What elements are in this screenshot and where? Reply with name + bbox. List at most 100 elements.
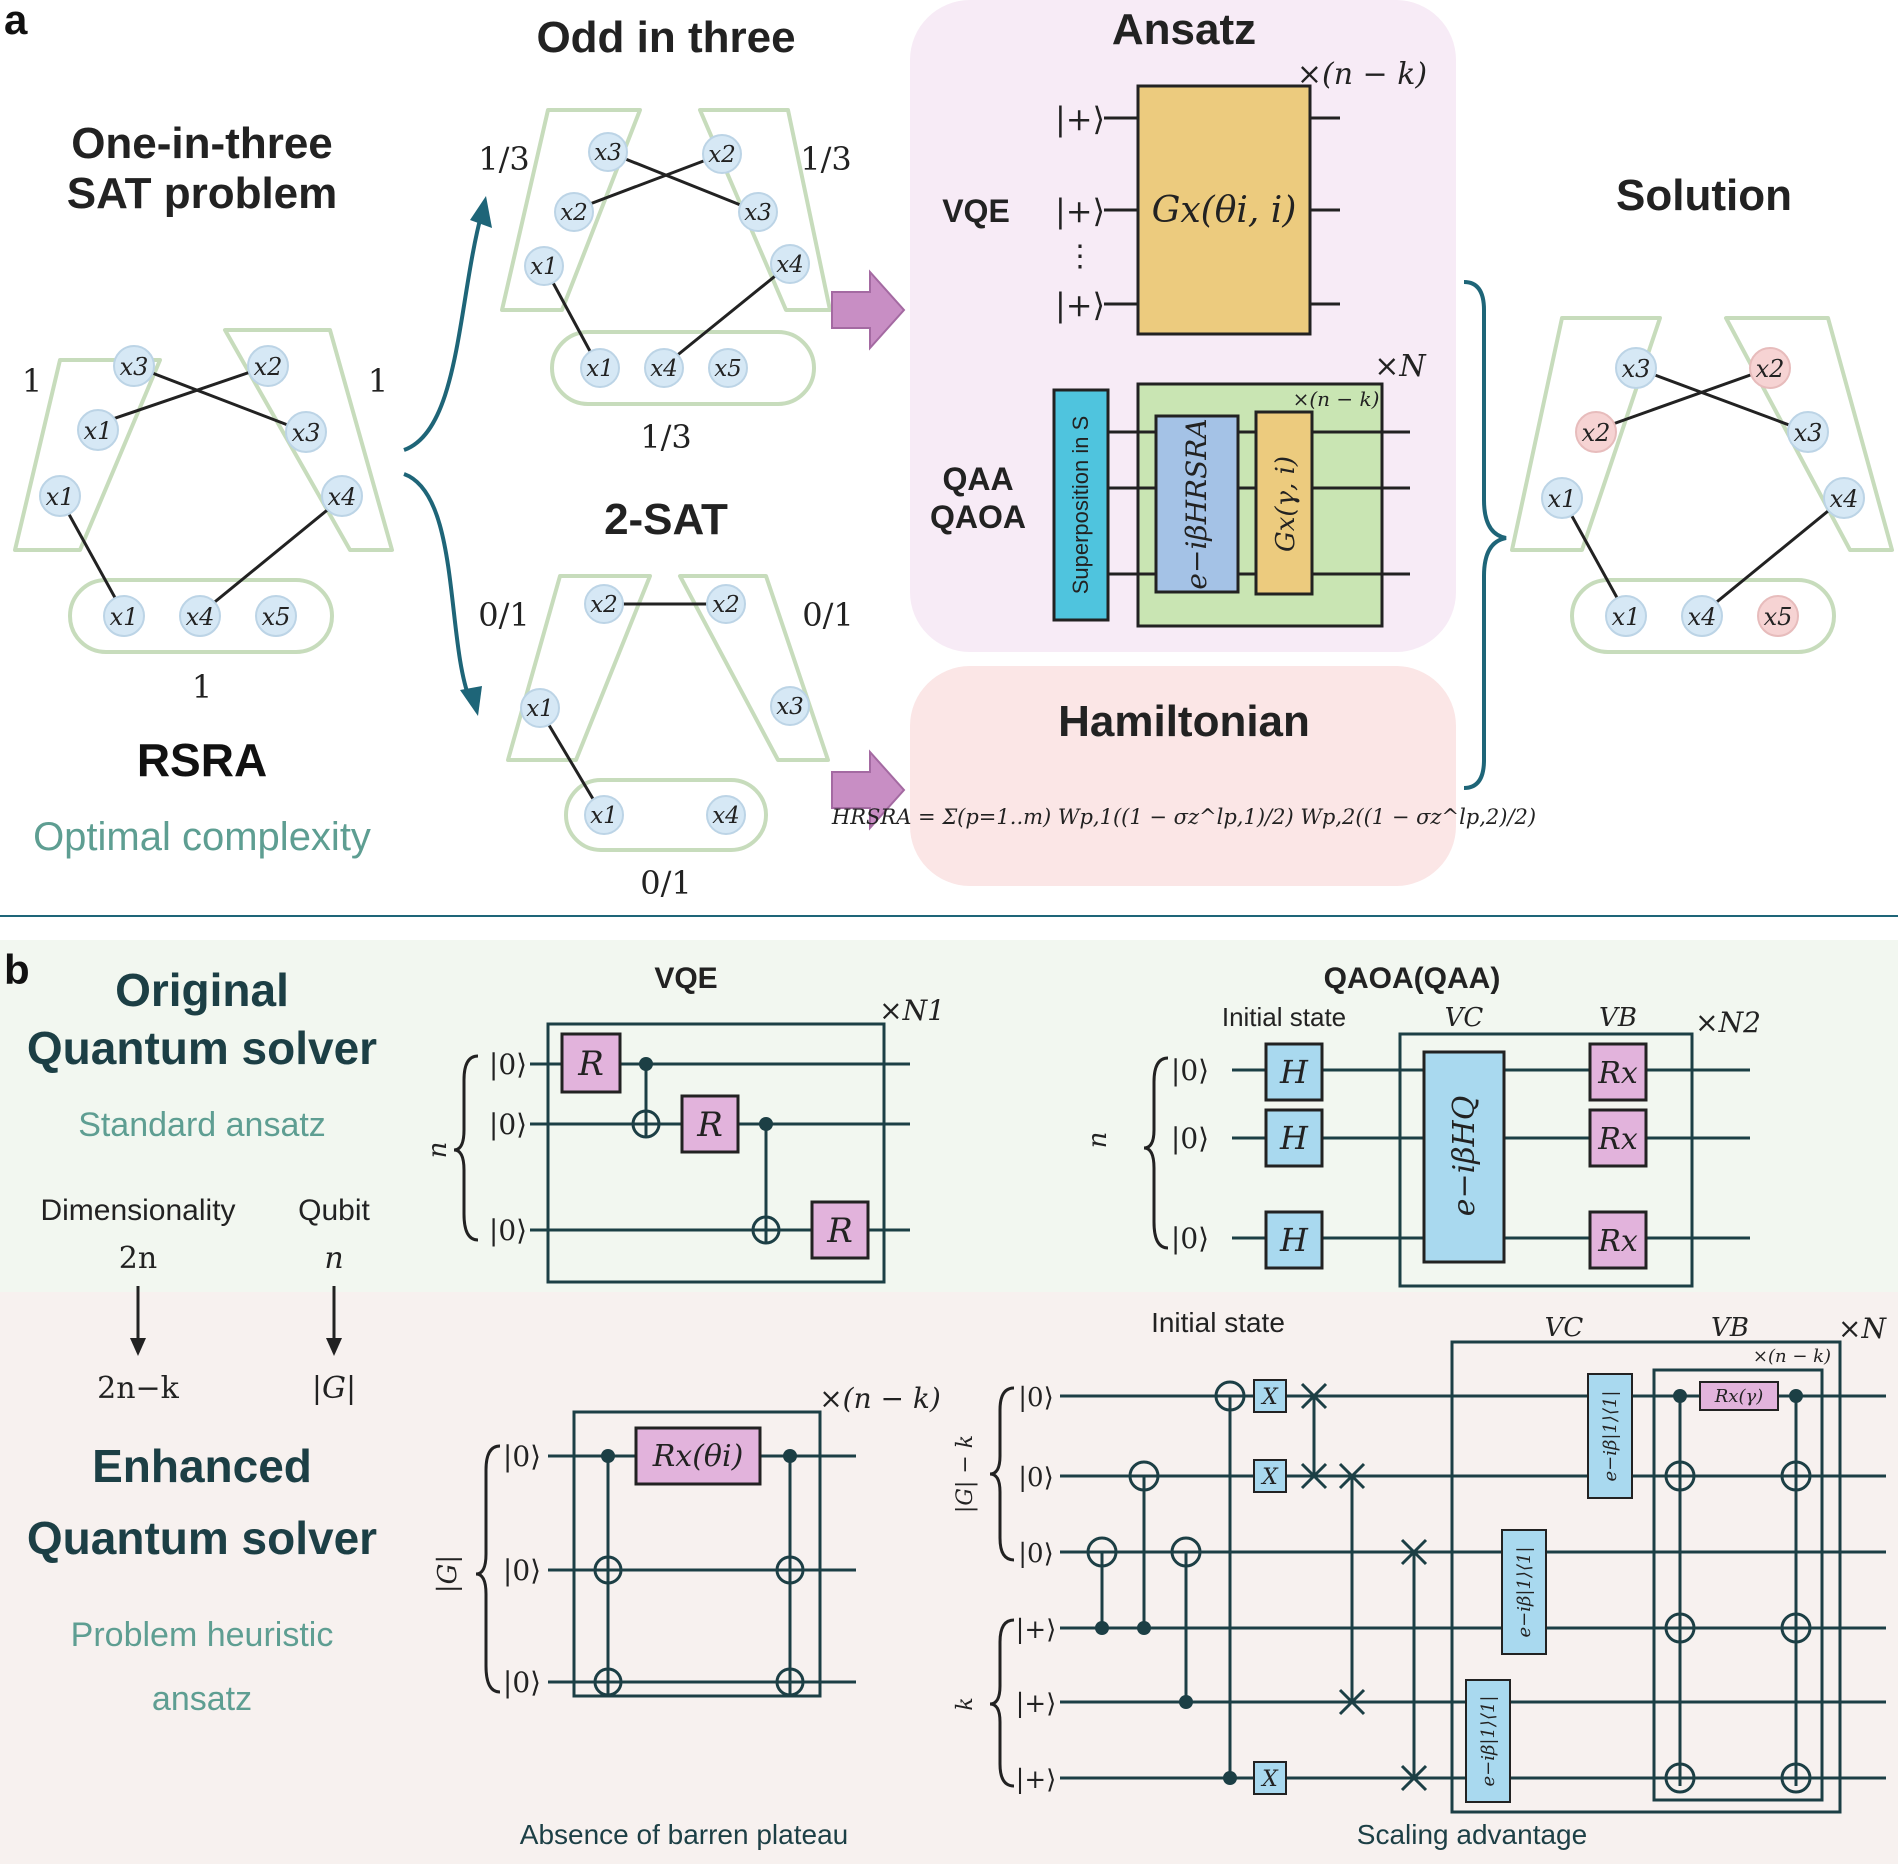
x-gate-2 (1253, 1459, 1287, 1493)
solution-title: Solution (1616, 171, 1792, 220)
odd-node-3: x2 (560, 200, 588, 226)
gx-theta-label: Gx(θi, i) (1152, 190, 1297, 231)
gx-gamma-gate (1254, 410, 1314, 596)
b-qaoa-n-label: n (1083, 1132, 1113, 1149)
heuristic-line1: Problem heuristic (71, 1616, 334, 1654)
b-qaoa-ket-1: |0⟩ (1171, 1054, 1209, 1087)
b-qaoa-rx-gate-3 (1588, 1210, 1648, 1270)
x-gate-1 (1253, 1379, 1287, 1413)
qubit-value: n (324, 1241, 343, 1276)
b-qaoa-rx-label-2: Rx (1597, 1122, 1638, 1157)
left-node-7: x1 (110, 603, 139, 631)
b-enh-qaoa-ket-1: |0⟩ (1018, 1383, 1053, 1413)
odd-weight-right: 1/3 (800, 140, 852, 178)
dimensionality-label: Dimensionality (40, 1194, 235, 1227)
twosat-node-3: x1 (526, 696, 554, 722)
hamiltonian-box (910, 666, 1456, 886)
b-enh-vqe-g-label: |G| (433, 1555, 463, 1593)
left-node-1: x3 (120, 353, 149, 381)
qaa-label: QAA (942, 461, 1013, 497)
ansatz-vqe-wires (1104, 116, 1340, 306)
x-gate-label-3: X (1260, 1767, 1279, 1792)
left-node-4: x1 (46, 483, 75, 511)
hamiltonian-title: Hamiltonian (1058, 697, 1310, 746)
plus-state-1: |+⟩ (1055, 100, 1105, 138)
odd-weight-left: 1/3 (478, 140, 530, 178)
x-gate-label-2: X (1260, 1465, 1279, 1490)
odd-graph (500, 108, 832, 406)
twosat-title: 2-SAT (604, 495, 728, 544)
phase-gate-3 (1587, 1373, 1633, 1499)
original-band (0, 940, 1898, 1292)
sol-node-6: x4 (1830, 485, 1859, 513)
odd-node-4: x3 (744, 200, 772, 226)
left-sat-graph (13, 328, 394, 654)
scaling-advantage-caption: Scaling advantage (1357, 1819, 1587, 1850)
b-vqe-title: VQE (654, 962, 717, 995)
left-weight-bottom: 1 (192, 668, 212, 706)
b-qaoa-ket-3: |0⟩ (1171, 1222, 1209, 1255)
phase-gate-1 (1465, 1679, 1511, 1803)
b-enh-qaoa-k-label: k (953, 1697, 978, 1710)
rsra-label: RSRA (137, 734, 267, 786)
b-vqe-kets: |0⟩ |0⟩ |0⟩ n (423, 1048, 527, 1247)
hamiltonian-formula: HRSRA = Σ(p=1..m) Wp,1((1 − σz^lp,1)/2) … (831, 805, 1536, 829)
x-gate-label-1: X (1260, 1385, 1279, 1410)
b-qaoa-ket-2: |0⟩ (1171, 1122, 1209, 1155)
left-weight-right: 1 (368, 362, 388, 400)
twosat-node-4: x3 (776, 694, 804, 720)
b-vqe-r-label-2: R (696, 1105, 723, 1145)
enhanced-line1: Enhanced (92, 1440, 312, 1492)
sol-node-9: x5 (1764, 603, 1793, 631)
panel-a-label: a (4, 0, 28, 43)
left-node-8: x4 (186, 603, 215, 631)
sol-node-8: x4 (1688, 603, 1717, 631)
b-enh-qaoa-vb: VB (1711, 1313, 1749, 1343)
ansatz-title: Ansatz (1112, 5, 1256, 54)
b-qaoa-rx-label-1: Rx (1597, 1056, 1638, 1091)
b-vqe-box (546, 1022, 886, 1284)
superposition-gate (1052, 388, 1110, 622)
gx-theta-gate (1136, 84, 1312, 336)
b-enh-qaoa-ket-6: |+⟩ (1016, 1765, 1057, 1795)
solution-graph (1510, 316, 1894, 654)
left-sat-nodes: x3 x2 x1 x1 x3 x4 x1 x4 x5 (39, 345, 363, 637)
b-enh-qaoa-inner-repeat: ×(n − k) (1753, 1346, 1831, 1367)
left-title-line2: SAT problem (67, 169, 338, 218)
twosat-weight-bottom: 0/1 (640, 864, 692, 902)
b-qaoa-h-label-3: H (1279, 1221, 1309, 1259)
hrsra-label: e−iβHRSRA (1180, 418, 1213, 589)
sol-node-5: x1 (1548, 485, 1577, 513)
b-enh-qaoa-ket-5: |+⟩ (1016, 1689, 1057, 1719)
twosat-nodes: x2 x2 x1 x3 x1 x4 (520, 584, 810, 835)
enhanced-band (0, 1292, 1898, 1864)
b-qaoa-repeat: ×N2 (1695, 1006, 1761, 1039)
b-enh-qaoa-repeat: ×N (1838, 1312, 1887, 1345)
b-enh-vqe-repeat: ×(n − k) (819, 1382, 941, 1415)
b-vqe-repeat: ×N1 (879, 994, 945, 1027)
b-vqe-ket-2: |0⟩ (489, 1108, 527, 1141)
b-enh-qaoa-gk-label: |G| − k (953, 1435, 978, 1513)
b-enh-qaoa-outer-box (1450, 1340, 1842, 1814)
b-enh-vqe-box (572, 1410, 822, 1698)
b-qaoa-h-gate-3 (1264, 1210, 1324, 1270)
barren-plateau-caption: Absence of barren plateau (520, 1819, 848, 1850)
twosat-weight-right: 0/1 (802, 596, 854, 634)
odd-node-1: x3 (594, 140, 622, 166)
gx-gamma-label: Gx(γ, i) (1271, 456, 1301, 552)
b-qaoa-h-gate-2 (1264, 1108, 1324, 1168)
b-vqe-n-label: n (423, 1142, 453, 1159)
b-enh-qaoa-ket-2: |0⟩ (1018, 1463, 1053, 1493)
original-line2: Quantum solver (27, 1022, 377, 1074)
odd-node-7: x1 (586, 356, 614, 382)
solution-brace (1463, 280, 1507, 790)
b-qaoa-rx-label-3: Rx (1597, 1224, 1638, 1259)
left-node-9: x5 (262, 603, 291, 631)
b-enh-vqe-rx-label: Rx(θi) (652, 1439, 744, 1474)
sol-node-2: x2 (1756, 355, 1785, 383)
phase-gate-2 (1501, 1529, 1547, 1655)
b-qaoa-title: QAOA(QAA) (1324, 962, 1501, 995)
panel-b-label: b (4, 946, 30, 993)
rx-gamma-label: Rx(γ) (1714, 1386, 1764, 1407)
